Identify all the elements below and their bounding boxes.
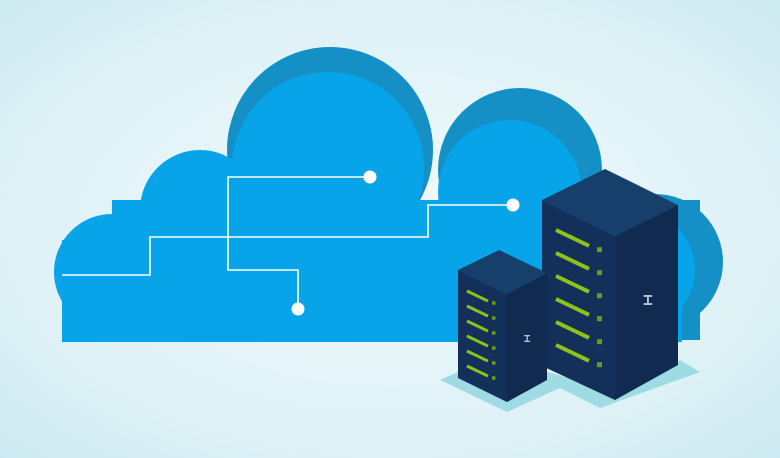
led-bar bbox=[555, 320, 590, 340]
led-bar bbox=[466, 319, 489, 333]
led-bar bbox=[466, 349, 489, 363]
small-server: ⌶ bbox=[458, 250, 547, 402]
connection-node bbox=[363, 170, 377, 184]
circuit-lines bbox=[62, 176, 513, 308]
led-indicator bbox=[597, 270, 602, 276]
led-indicator bbox=[597, 362, 602, 368]
led-bar bbox=[466, 334, 489, 348]
server-logo-icon: ⌶ bbox=[643, 290, 653, 309]
server-logo-icon: ⌶ bbox=[524, 332, 531, 345]
led-indicator bbox=[597, 293, 602, 299]
led-bar bbox=[555, 251, 590, 271]
led-bar bbox=[466, 304, 489, 318]
led-bar bbox=[555, 343, 590, 363]
led-indicator bbox=[492, 301, 496, 305]
led-indicator bbox=[597, 316, 602, 322]
led-indicator bbox=[492, 376, 496, 380]
led-bar bbox=[555, 274, 590, 294]
led-indicator bbox=[597, 247, 602, 253]
connection-node bbox=[291, 302, 305, 316]
led-bar bbox=[555, 228, 590, 248]
led-bar bbox=[466, 289, 489, 303]
led-indicator bbox=[492, 346, 496, 350]
large-server: ⌶ bbox=[542, 169, 678, 400]
led-bar bbox=[555, 297, 590, 317]
small-server-leds bbox=[466, 289, 496, 380]
connection-node bbox=[506, 198, 520, 212]
led-indicator bbox=[492, 316, 496, 320]
led-indicator bbox=[597, 339, 602, 345]
led-indicator bbox=[492, 331, 496, 335]
led-indicator bbox=[492, 361, 496, 365]
large-server-leds bbox=[555, 228, 602, 368]
led-bar bbox=[466, 364, 489, 378]
